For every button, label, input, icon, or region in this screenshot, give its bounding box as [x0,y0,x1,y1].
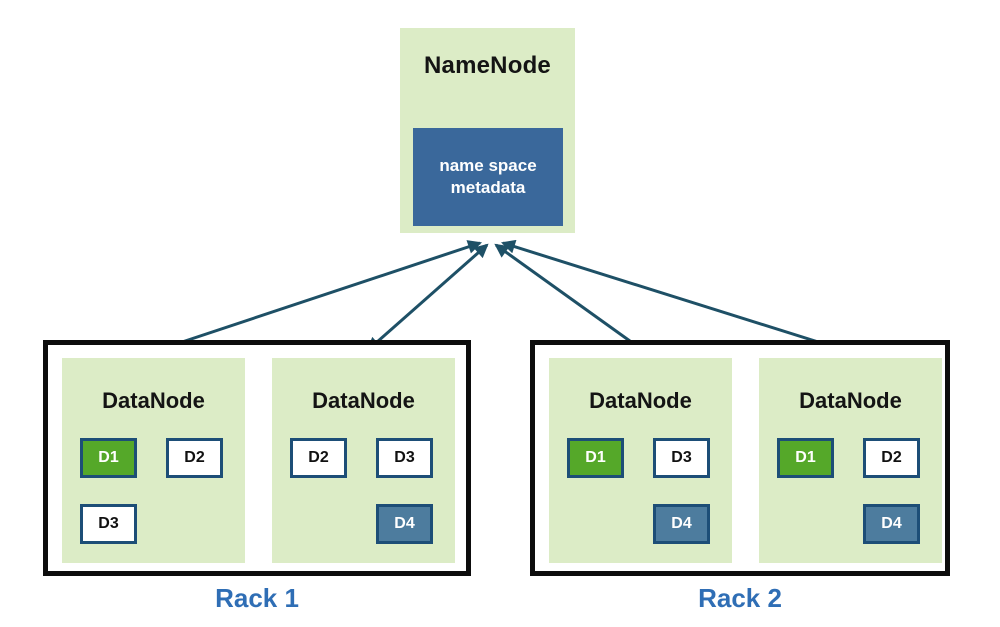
namenode-title: NameNode [424,52,551,79]
rack2-label: Rack 2 [698,583,782,613]
datanode-title: DataNode [312,388,415,413]
data-block: D2 [166,438,223,478]
data-block: D4 [653,504,710,544]
block-grid: D2 D3 D4 [290,438,433,544]
data-block: D4 [863,504,920,544]
data-block: D3 [80,504,137,544]
arrow-namenode-rack1-datanode2 [366,243,489,352]
arrow-namenode-rack1-datanode1 [150,240,482,355]
arrow-namenode-rack2-datanode1 [494,243,650,356]
data-block: D3 [653,438,710,478]
namespace-metadata-box: name space metadata [413,128,563,226]
rack-2: DataNode D1 D3 D4 DataNode D1 D2 D4 [530,340,950,576]
rack1-label: Rack 1 [215,583,299,613]
block-grid: D1 D2 D4 [777,438,920,544]
data-block: D2 [290,438,347,478]
data-block: D3 [376,438,433,478]
rack2-datanode-1: DataNode D1 D3 D4 [549,358,732,563]
rack2-datanode-2: DataNode D1 D2 D4 [759,358,942,563]
data-block: D1 [777,438,834,478]
data-block: D1 [567,438,624,478]
block-grid: D1 D3 D4 [567,438,710,544]
data-block: D1 [80,438,137,478]
rack1-datanode-2: DataNode D2 D3 D4 [272,358,455,563]
namenode-box: NameNode name space metadata [400,28,575,233]
data-block: D4 [376,504,433,544]
rack1-datanode-1: DataNode D1 D2 D3 [62,358,245,563]
block-grid: D1 D2 D3 [80,438,223,544]
datanode-title: DataNode [102,388,205,413]
rack-1: DataNode D1 D2 D3 DataNode D2 D3 D4 [43,340,471,576]
arrow-namenode-rack2-datanode2 [500,239,853,356]
datanode-title: DataNode [799,388,902,413]
data-block: D2 [863,438,920,478]
datanode-title: DataNode [589,388,692,413]
